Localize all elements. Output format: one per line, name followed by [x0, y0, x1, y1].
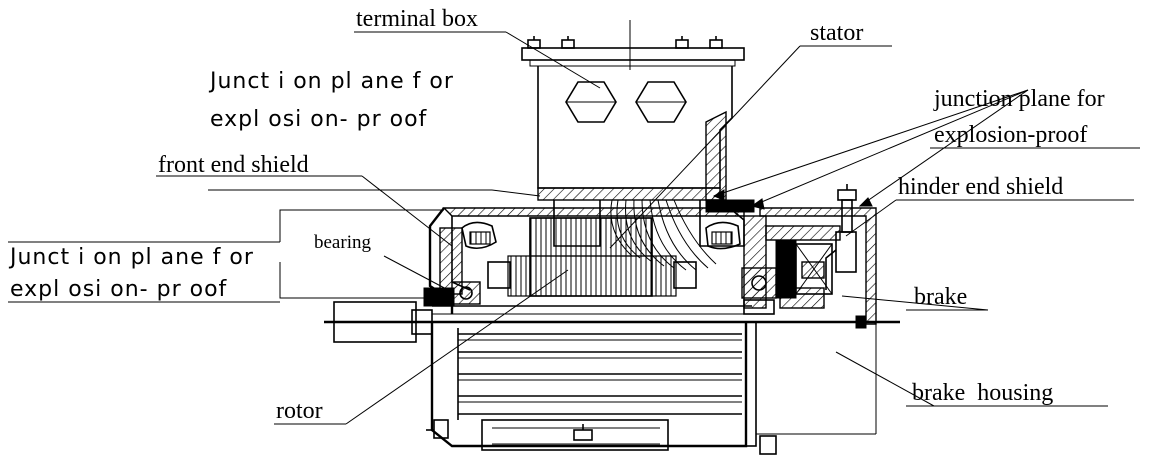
label-rotor: rotor — [276, 398, 323, 424]
front-bearing-icon — [423, 281, 481, 307]
brake-assembly — [765, 184, 867, 329]
lid-bolt-icon — [527, 36, 723, 49]
label-terminal-box: terminal box — [356, 6, 478, 32]
label-bearing: bearing — [314, 232, 371, 253]
label-junction-top-line2: expl osi on- pr oof — [210, 107, 428, 132]
brake-housing-drawing — [745, 321, 877, 455]
label-junction-top-line1: Junct i on pl ane f or — [208, 69, 454, 94]
label-junction-left-line1: Junct i on pl ane f or — [8, 245, 254, 270]
leader-lines — [8, 31, 1140, 425]
label-junction-left-line2: expl osi on- pr oof — [10, 277, 228, 302]
label-brake-housing: brake housing — [912, 380, 1053, 406]
cooling-fins — [426, 322, 748, 451]
label-front-end-shield: front end shield — [158, 152, 309, 178]
rear-bearing-icon — [741, 267, 777, 315]
stator-core — [461, 217, 741, 297]
label-junction-right-line2: explosion-proof — [934, 122, 1087, 148]
label-stator: stator — [810, 20, 863, 46]
label-hinder-end-shield: hinder end shield — [898, 174, 1063, 200]
label-junction-right-line1: junction plane for — [933, 86, 1105, 112]
cable-gland-icon — [565, 81, 687, 123]
label-brake: brake — [914, 284, 967, 310]
